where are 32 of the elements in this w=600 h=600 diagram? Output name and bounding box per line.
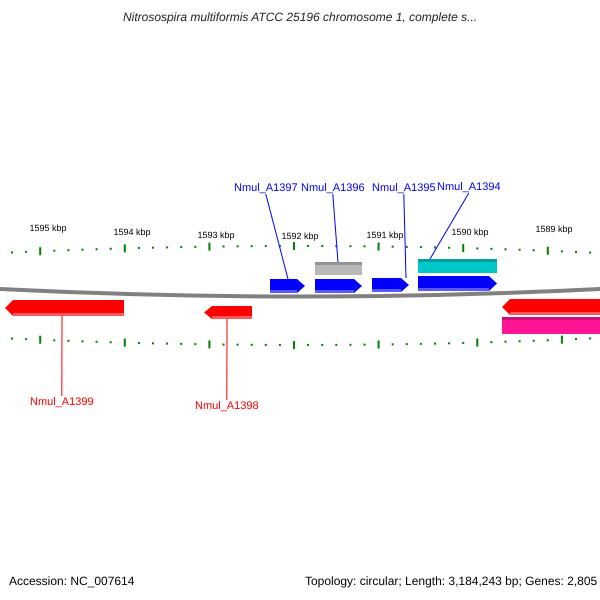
scale-label: 1595 kbp	[30, 223, 67, 233]
leader-line	[61, 316, 62, 396]
gene-label: Nmul_A1395	[372, 182, 436, 194]
gene-block	[270, 279, 305, 293]
leader-line	[403, 194, 406, 278]
leader-line	[430, 192, 470, 260]
accession-text: Accession: NC_007614	[9, 574, 134, 588]
gene-bar	[315, 262, 362, 275]
gene-block	[502, 299, 600, 315]
gene-label: Nmul_A1397	[234, 182, 298, 194]
gene-label: Nmul_A1398	[195, 400, 259, 412]
scale-label: 1589 kbp	[536, 224, 573, 234]
genome-summary-text: Topology: circular; Length: 3,184,243 bp; Genes: 2,805	[305, 574, 598, 588]
gene-block	[204, 306, 252, 319]
leader-line	[265, 194, 288, 280]
title: Nitrosospira multiformis ATCC 25196 chromosome 1, complete s...	[123, 10, 478, 24]
gene-block	[315, 279, 362, 293]
gene-block	[372, 278, 409, 292]
gene-label: Nmul_A1396	[301, 182, 365, 194]
gene-label: Nmul_A1394	[437, 181, 501, 193]
gene-bar	[502, 317, 600, 334]
gene-bar	[418, 259, 497, 273]
leader-line	[332, 194, 338, 262]
scale-label: 1591 kbp	[366, 230, 404, 240]
scale-label: 1592 kbp	[282, 231, 319, 241]
gene-block	[418, 276, 497, 291]
gene-label: Nmul_A1399	[30, 396, 94, 408]
gene-block	[5, 300, 124, 316]
scale-label: 1590 kbp	[452, 227, 489, 237]
scale-label: 1593 kbp	[198, 230, 235, 240]
scale-label: 1594 kbp	[114, 227, 151, 237]
leader-line	[226, 318, 228, 400]
